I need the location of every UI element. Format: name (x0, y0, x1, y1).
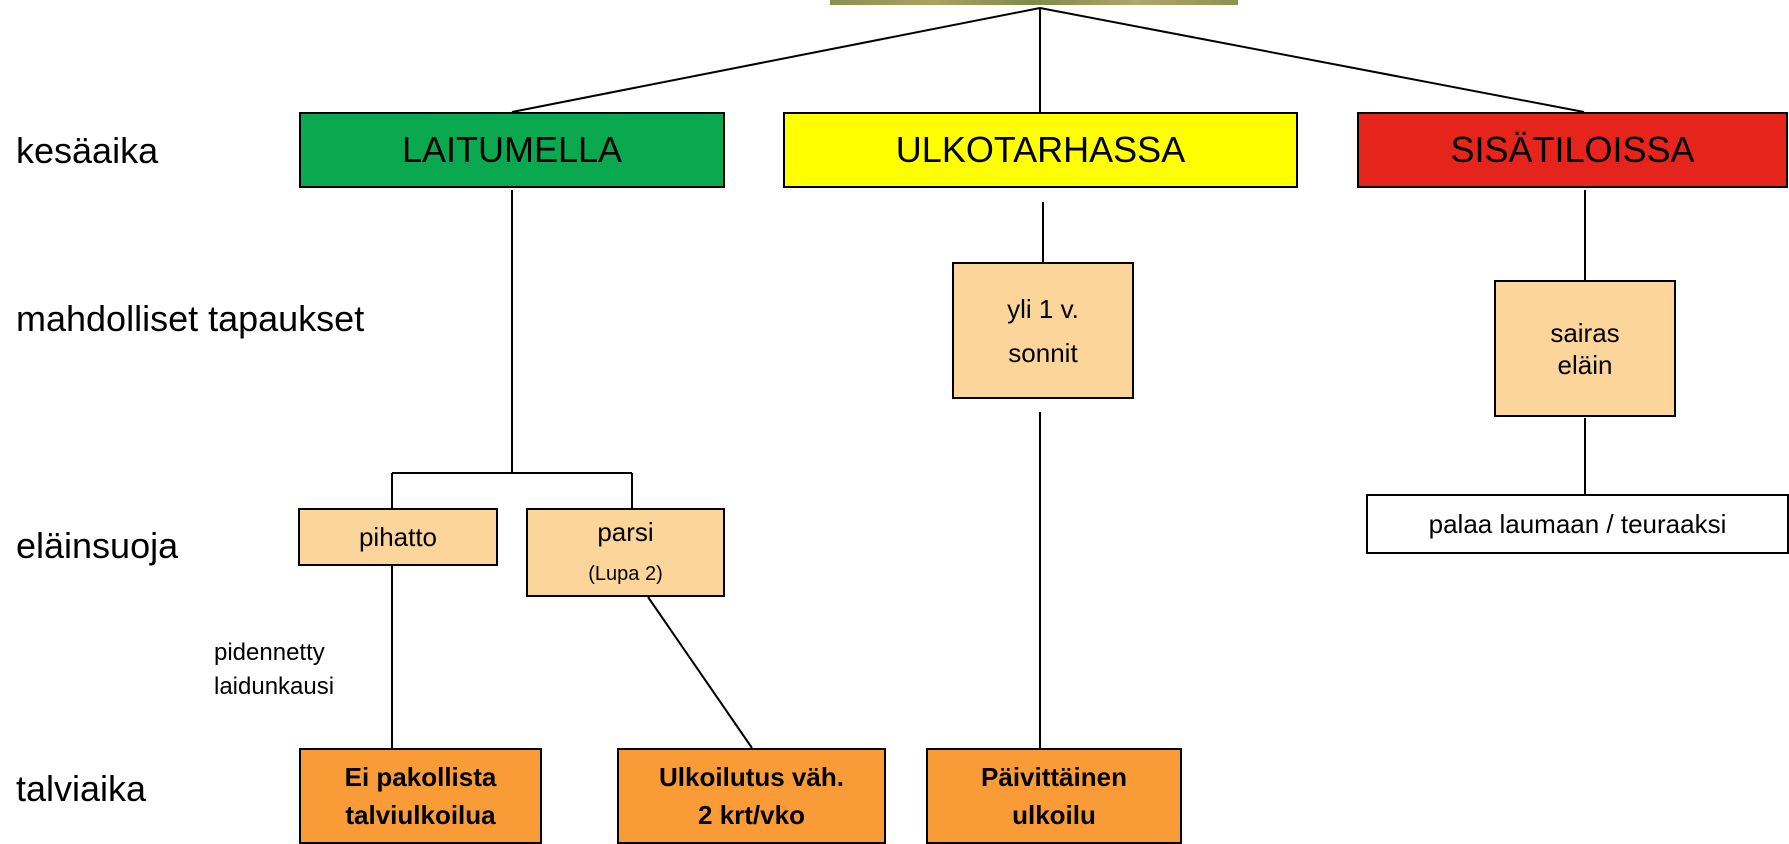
shelter-tie-note: (Lupa 2) (588, 562, 663, 585)
case-sick-line1: sairas (1550, 317, 1620, 348)
shelter-loose-housing: pihatto (298, 508, 498, 566)
connector-root-indoors (1039, 7, 1585, 113)
winter-twice-weekly: Ulkoilutus väh. 2 krt/vko (617, 748, 886, 844)
winter-twice-line1: Ulkoilutus väh. (659, 762, 844, 792)
extended-season-note: pidennetty laidunkausi (214, 636, 334, 704)
case-sick-line2: eläin (1557, 349, 1613, 380)
winter-optional-line1: Ei pakollista (344, 762, 497, 792)
shelter-tie-stall: parsi (Lupa 2) (526, 508, 725, 597)
case-sick-animal: sairas eläin (1494, 280, 1676, 417)
category-outdoor-pen: ULKOTARHASSA (783, 112, 1298, 188)
shelter-return-label: palaa laumaan / teuraaksi (1428, 508, 1727, 539)
category-pasture-label: LAITUMELLA (401, 129, 623, 170)
shelter-return: palaa laumaan / teuraaksi (1366, 494, 1789, 554)
winter-daily-outdoor: Päivittäinen ulkoilu (926, 748, 1182, 844)
connector-root-pasture (511, 7, 1041, 113)
extended-season-line1: pidennetty (214, 639, 325, 666)
row-label-winter: talviaika (16, 768, 147, 809)
category-indoors: SISÄTILOISSA (1357, 112, 1788, 188)
row-label-cases: mahdolliset tapaukset (16, 298, 365, 339)
winter-optional-outdoor: Ei pakollista talviulkoilua (299, 748, 542, 844)
winter-twice-line2: 2 krt/vko (698, 800, 805, 830)
category-outdoor-pen-label: ULKOTARHASSA (895, 129, 1186, 170)
winter-daily-line2: ulkoilu (1012, 800, 1096, 830)
shelter-tie-label: parsi (597, 516, 654, 547)
case-bulls-line1: yli 1 v. (1007, 293, 1079, 324)
winter-daily-line1: Päivittäinen (981, 762, 1127, 792)
category-indoors-label: SISÄTILOISSA (1450, 129, 1695, 170)
row-label-shelter: eläinsuoja (16, 525, 179, 566)
header-photo (830, 0, 1238, 5)
extended-season-line2: laidunkausi (214, 673, 335, 700)
category-pasture: LAITUMELLA (299, 112, 725, 188)
case-bulls-line2: sonnit (1008, 337, 1078, 368)
case-bulls: yli 1 v. sonnit (952, 262, 1134, 399)
shelter-loose-label: pihatto (358, 522, 438, 552)
row-label-summer: kesäaika (16, 130, 159, 171)
winter-optional-line2: talviulkoilua (345, 800, 496, 830)
connector-tie-winter (647, 596, 753, 749)
